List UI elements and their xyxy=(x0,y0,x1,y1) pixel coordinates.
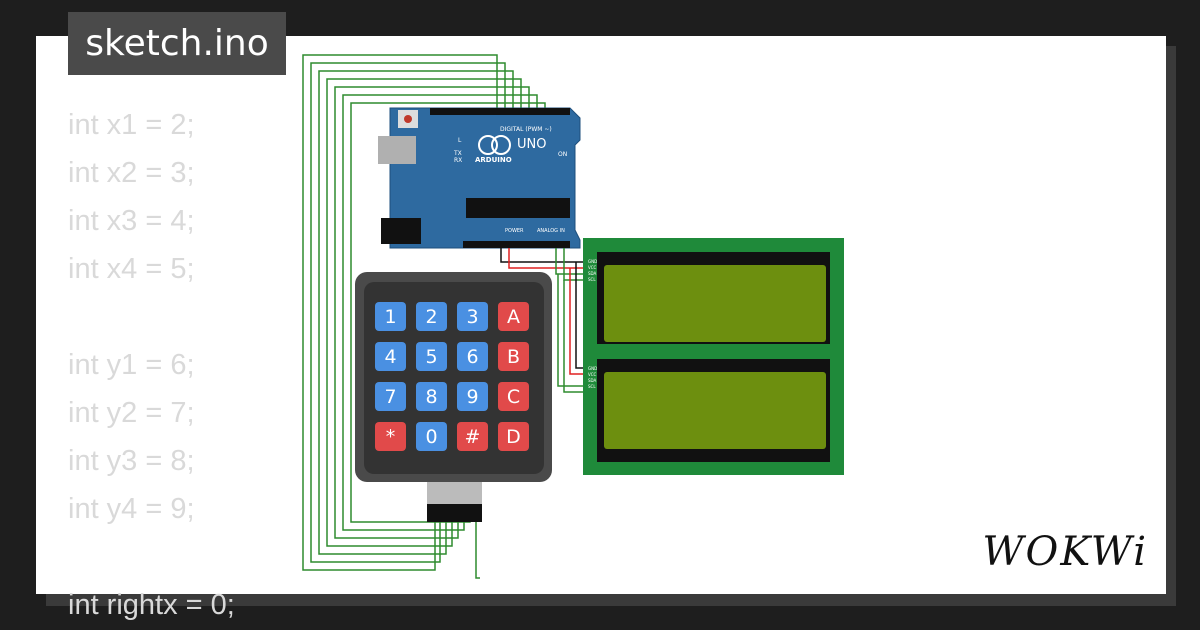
keypad-key-5[interactable]: 5 xyxy=(416,342,447,371)
atmega-chip xyxy=(466,198,570,218)
keypad-key-8[interactable]: 8 xyxy=(416,382,447,411)
digital-header-label: DIGITAL (PWM ~) xyxy=(500,126,552,133)
keypad-wires xyxy=(302,54,546,579)
code-preview: int x1 = 2; int x2 = 3; int x3 = 4; int … xyxy=(68,101,235,629)
keypad-key-label: 3 xyxy=(466,306,478,328)
keypad-key-label: D xyxy=(506,426,521,448)
l-led-label: L xyxy=(458,137,462,144)
code-line: int x4 = 5; xyxy=(68,253,195,285)
rx-led-label: RX xyxy=(454,157,462,164)
keypad-key-C[interactable]: C xyxy=(498,382,529,411)
keypad-connector xyxy=(427,504,482,522)
wokwi-logo: WOKWi xyxy=(982,529,1148,575)
lcd-pin-label: SDA xyxy=(588,378,597,383)
code-line: int y4 = 9; xyxy=(68,493,195,525)
keypad-key-label: 9 xyxy=(466,386,478,408)
digital-header xyxy=(430,108,570,115)
keypad-key-label: 2 xyxy=(425,306,437,328)
keypad-key-#[interactable]: # xyxy=(457,422,488,451)
code-line: int rightx = 0; xyxy=(68,589,235,621)
arduino-uno-board[interactable]: DIGITAL (PWM ~) UNO ARDUINO ON L TX RX P… xyxy=(378,107,581,249)
code-line: int y3 = 8; xyxy=(68,445,195,477)
keypad-key-label: * xyxy=(386,426,396,448)
power-analog-header xyxy=(463,241,570,248)
lcd-wires xyxy=(500,248,585,393)
lcd-pin-label: GND xyxy=(588,366,597,371)
lcd-pin-label: VCC xyxy=(588,372,597,377)
keypad-key-label: A xyxy=(507,306,520,328)
reset-button[interactable] xyxy=(404,115,412,123)
keypad-key-D[interactable]: D xyxy=(498,422,529,451)
code-line: int x1 = 2; xyxy=(68,109,195,141)
keypad-key-label: # xyxy=(465,426,481,448)
keypad-key-*[interactable]: * xyxy=(375,422,406,451)
keypad-key-label: B xyxy=(507,346,520,368)
analog-label: ANALOG IN xyxy=(537,228,565,234)
lcd-pin-label: GND xyxy=(588,259,597,264)
arduino-logo-icon xyxy=(491,135,511,155)
keypad-key-label: 1 xyxy=(384,306,396,328)
keypad-key-label: 6 xyxy=(466,346,478,368)
lcd-display-2[interactable]: GND VCC SDA SCL xyxy=(583,345,844,475)
board-model-label: UNO xyxy=(517,137,546,152)
tx-led-label: TX xyxy=(453,150,462,157)
code-line: int x3 = 4; xyxy=(68,205,195,237)
keypad-key-A[interactable]: A xyxy=(498,302,529,331)
keypad-key-1[interactable]: 1 xyxy=(375,302,406,331)
keypad-key-6[interactable]: 6 xyxy=(457,342,488,371)
keypad-key-label: 4 xyxy=(384,346,396,368)
lcd-pin-label: VCC xyxy=(588,265,597,270)
lcd-pin-label: SCL xyxy=(588,384,596,389)
membrane-keypad[interactable]: 1 2 3 A 4 5 6 B 7 8 9 C * 0 # D xyxy=(355,272,552,522)
keypad-key-label: 5 xyxy=(425,346,437,368)
board-brand-label: ARDUINO xyxy=(475,156,512,164)
lcd-pin-label: SDA xyxy=(588,271,597,276)
keypad-key-4[interactable]: 4 xyxy=(375,342,406,371)
keypad-key-7[interactable]: 7 xyxy=(375,382,406,411)
keypad-key-label: C xyxy=(507,386,520,408)
keypad-key-label: 0 xyxy=(425,426,437,448)
arduino-logo-icon xyxy=(478,135,498,155)
keypad-key-B[interactable]: B xyxy=(498,342,529,371)
keypad-key-0[interactable]: 0 xyxy=(416,422,447,451)
power-label: POWER xyxy=(505,228,524,234)
keypad-key-3[interactable]: 3 xyxy=(457,302,488,331)
keypad-key-label: 7 xyxy=(384,386,396,408)
keypad-key-label: 8 xyxy=(425,386,437,408)
usb-port xyxy=(378,136,416,164)
lcd-pin-label: SCL xyxy=(588,277,596,282)
keypad-key-2[interactable]: 2 xyxy=(416,302,447,331)
on-led-label: ON xyxy=(558,151,567,158)
code-line: int y2 = 7; xyxy=(68,397,195,429)
keypad-key-9[interactable]: 9 xyxy=(457,382,488,411)
code-line: int x2 = 3; xyxy=(68,157,195,189)
file-name-tab[interactable]: sketch.ino xyxy=(68,12,286,75)
code-line: int y1 = 6; xyxy=(68,349,195,381)
power-jack xyxy=(381,218,421,244)
